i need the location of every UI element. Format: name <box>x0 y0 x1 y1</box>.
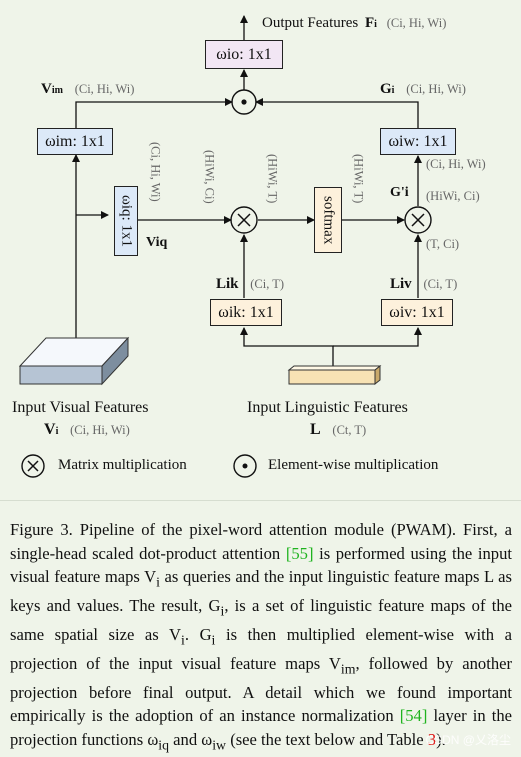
shape-hiwi-t-vertical-1: (HiWi, T) <box>265 154 280 204</box>
watermark: CSDN @乂洛尘 <box>425 733 511 747</box>
v-im-label: Vim (Ci, Hi, Wi) <box>41 81 135 97</box>
w-ik-box: ωik: 1x1 <box>210 299 282 326</box>
l-iv-label: Liv (Ci, T) <box>390 276 458 292</box>
diagram-divider <box>0 500 521 501</box>
output-features-label: Output Features Fi (Ci, Hi, Wi) <box>262 15 447 31</box>
w-im-box: ωim: 1x1 <box>37 128 113 155</box>
matmul-node-1 <box>230 206 258 234</box>
legend-matmul-label: Matrix multiplication <box>58 457 187 473</box>
elementwise-node <box>231 89 257 115</box>
gi-prime-label: G'i <box>390 185 409 200</box>
v-iq-label: Viq <box>146 235 168 250</box>
legend-elementwise-label: Element-wise multiplication <box>268 457 439 473</box>
edge-l-wik-wiv <box>240 327 334 366</box>
g-i-label: Gi (Ci, Hi, Wi) <box>380 81 466 97</box>
gi-prime-shape: (Ci, Hi, Wi) <box>426 157 486 171</box>
input-visual-symbol: Vi (Ci, Hi, Wi) <box>44 421 130 438</box>
legend-matmul-icon <box>21 454 45 478</box>
w-io-box: ωio: 1x1 <box>205 40 283 69</box>
shape-hiwi-t-vertical-2: (HiWi, T) <box>351 154 366 204</box>
input-linguistic-label: Input Linguistic Features <box>247 399 408 416</box>
w-iq-box: ωiq: 1x1 <box>114 186 138 256</box>
edge-l-wiv <box>333 327 422 347</box>
citation-55[interactable]: [55] <box>285 543 314 563</box>
legend-elementwise-icon <box>233 454 257 478</box>
citation-54[interactable]: [54] <box>399 706 428 726</box>
pipeline-diagram: Output Features Fi (Ci, Hi, Wi) ωio: 1x1… <box>12 15 486 478</box>
softmax-box: softmax <box>314 187 342 253</box>
linguistic-feature-slab <box>287 364 382 386</box>
t-ci-shape: (T, Ci) <box>426 237 460 251</box>
table-3-ref[interactable]: 3 <box>427 730 437 749</box>
figure-caption: Figure 3. Pipeline of the pixel-word att… <box>10 520 513 753</box>
gi-prime-flat-shape: (HiWi, Ci) <box>426 189 480 203</box>
visual-feature-slab <box>18 336 130 386</box>
matmul-node-2 <box>404 206 432 234</box>
shape-hiwi-ci-vertical: (HiWi, Ci) <box>202 150 217 204</box>
l-ik-label: Lik (Ci, T) <box>216 276 285 292</box>
w-iv-box: ωiv: 1x1 <box>381 299 453 326</box>
edge-gi-dot <box>255 98 419 129</box>
diagram-connectors <box>18 15 432 478</box>
input-visual-label: Input Visual Features <box>12 399 149 416</box>
input-linguistic-symbol: L (Ct, T) <box>310 421 367 438</box>
w-iw-box: ωiw: 1x1 <box>380 128 456 155</box>
shape-ci-hi-wi-vertical: (Ci, Hi, Wi) <box>148 142 163 202</box>
edge-vim-dot <box>75 98 233 129</box>
